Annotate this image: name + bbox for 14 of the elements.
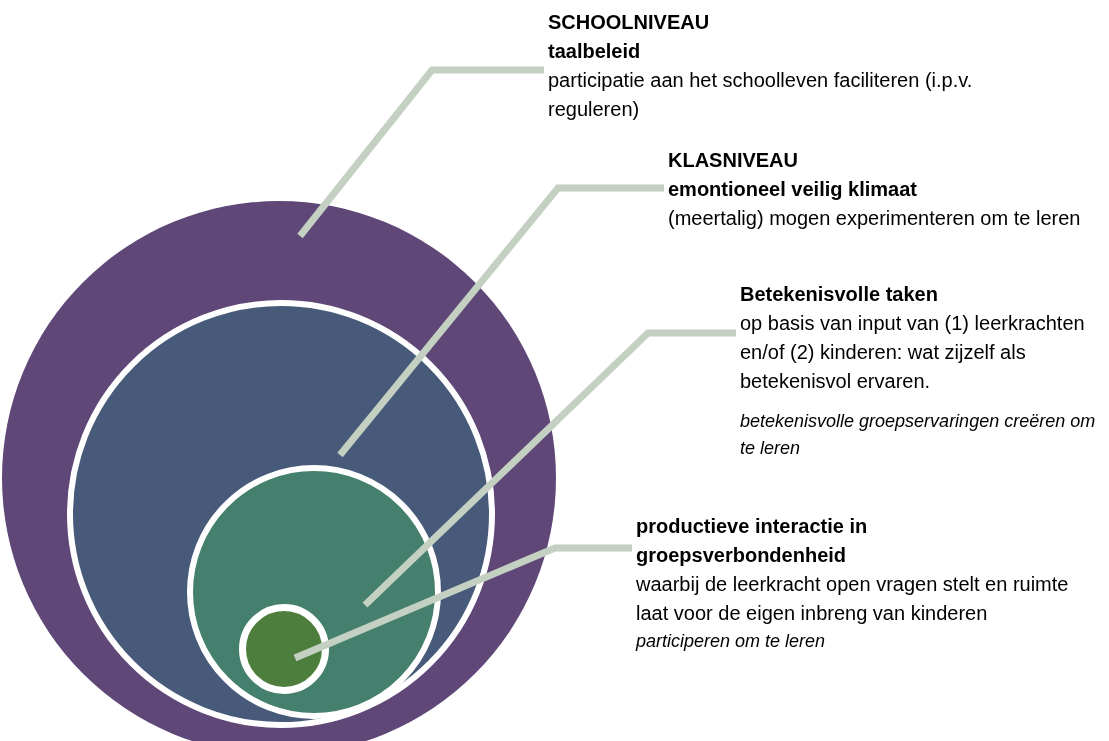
description-text: op basis van input van (1) leerkrachten en/of (2) kinderen: wat zijzelf als betekenisvol ervaren. bbox=[740, 311, 1086, 394]
heading-text: Betekenisvolle taken bbox=[740, 282, 939, 307]
description-text: emontioneel veilig klimaat bbox=[668, 177, 918, 202]
description-text: betekenisvolle groepservaringen creëren om te leren bbox=[740, 410, 1097, 460]
leader-line bbox=[362, 329, 736, 608]
leader-line bbox=[337, 184, 664, 458]
heading-text: KLASNIVEAU bbox=[668, 148, 799, 173]
description-text: participatie aan het schoolleven faciliteren (i.p.v. reguleren) bbox=[548, 68, 974, 122]
description-text: waarbij de leerkracht open vragen stelt en ruimte laat voor de eigen inbreng van kinderen bbox=[636, 572, 1070, 626]
description-text: taalbeleid bbox=[548, 39, 642, 64]
description-text: participeren om te leren bbox=[636, 630, 827, 653]
leader-line bbox=[293, 544, 632, 662]
description-text: (meertalig) mogen experimenteren om te leren bbox=[668, 206, 1082, 231]
heading-text: SCHOOLNIVEAU bbox=[548, 10, 711, 35]
